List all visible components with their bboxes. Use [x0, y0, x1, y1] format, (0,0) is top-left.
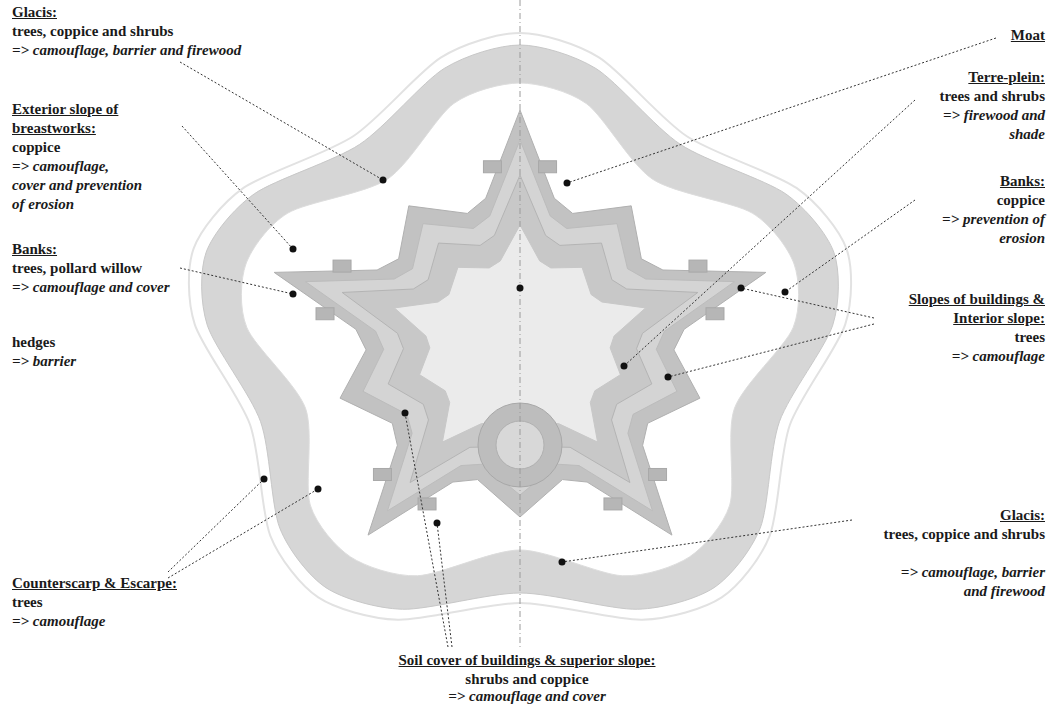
- function-text: => camouflage, barrier and firewood: [882, 563, 1045, 601]
- part-heading: Glacis:: [860, 506, 1045, 525]
- leader-dot: [665, 374, 672, 381]
- leader-dot: [290, 246, 297, 253]
- leader-dot: [782, 289, 789, 296]
- vegetation-text: trees, coppice and shrubs: [12, 22, 272, 41]
- vegetation-text: trees, pollard willow: [12, 259, 212, 278]
- leader-dot: [261, 476, 268, 483]
- leader-line: [624, 100, 915, 366]
- part-heading: Glacis:: [12, 3, 272, 22]
- part-heading: Counterscarp & Escarpe:: [12, 574, 262, 593]
- leader-line: [168, 479, 264, 572]
- part-heading: Moat: [900, 26, 1045, 45]
- function-text: => camouflage, barrier and firewood: [12, 41, 332, 60]
- leader-line: [668, 324, 874, 377]
- casemate-block: [316, 308, 334, 320]
- casemate-block: [604, 498, 622, 510]
- casemate-block: [706, 308, 724, 320]
- leader-line: [437, 523, 452, 647]
- part-heading: Terre-plein:: [900, 68, 1045, 87]
- vegetation-text: coppice: [900, 191, 1045, 210]
- casemate-block: [333, 260, 351, 272]
- symmetry-axis: [520, 0, 521, 648]
- vegetation-text: trees and shrubs: [900, 87, 1045, 106]
- vegetation-text: trees: [880, 328, 1045, 347]
- leader-dot: [621, 363, 628, 370]
- function-text: => camouflage, cover and prevention of e…: [12, 157, 142, 214]
- leader-dot: [564, 180, 571, 187]
- leader-line: [741, 288, 874, 318]
- part-heading: Exterior slope of breastworks:: [12, 100, 172, 138]
- function-text: => barrier: [12, 352, 172, 371]
- leader-line: [405, 413, 448, 647]
- casemate-block: [539, 161, 557, 173]
- leader-line: [180, 62, 383, 180]
- vegetation-text: hedges: [12, 333, 172, 352]
- part-heading: Soil cover of buildings & superior slope…: [252, 651, 802, 670]
- part-heading: Slopes of buildings & Interior slope:: [880, 290, 1045, 328]
- casemate-block: [483, 161, 501, 173]
- leader-line: [562, 520, 852, 562]
- leader-line: [168, 489, 318, 578]
- leader-dot: [434, 520, 441, 527]
- leader-dot: [517, 285, 524, 292]
- leader-line: [567, 38, 996, 183]
- function-text: => camouflage and cover: [12, 278, 177, 297]
- vegetation-text: shrubs and coppice: [252, 670, 802, 689]
- vegetation-text: trees: [12, 593, 212, 612]
- leader-dot: [738, 285, 745, 292]
- leader-dot: [290, 291, 297, 298]
- leader-line: [785, 200, 915, 292]
- function-text: => prevention of erosion: [915, 210, 1045, 248]
- leader-line: [180, 268, 293, 294]
- vegetation-text: trees, coppice and shrubs: [880, 525, 1045, 544]
- leader-line: [182, 126, 293, 249]
- leader-dot: [402, 410, 409, 417]
- leader-dot: [559, 559, 566, 566]
- casemate-block: [373, 468, 391, 480]
- function-text: => camouflage and cover: [252, 687, 802, 706]
- part-heading: Banks:: [900, 172, 1045, 191]
- function-text: => camouflage: [880, 347, 1045, 366]
- casemate-block: [689, 260, 707, 272]
- leader-dot: [315, 486, 322, 493]
- function-text: => firewood and shade: [920, 106, 1045, 144]
- function-text: => camouflage: [12, 612, 212, 631]
- vegetation-text: coppice: [12, 138, 172, 157]
- casemate-block: [649, 468, 667, 480]
- part-heading: Banks:: [12, 240, 212, 259]
- leader-dot: [380, 177, 387, 184]
